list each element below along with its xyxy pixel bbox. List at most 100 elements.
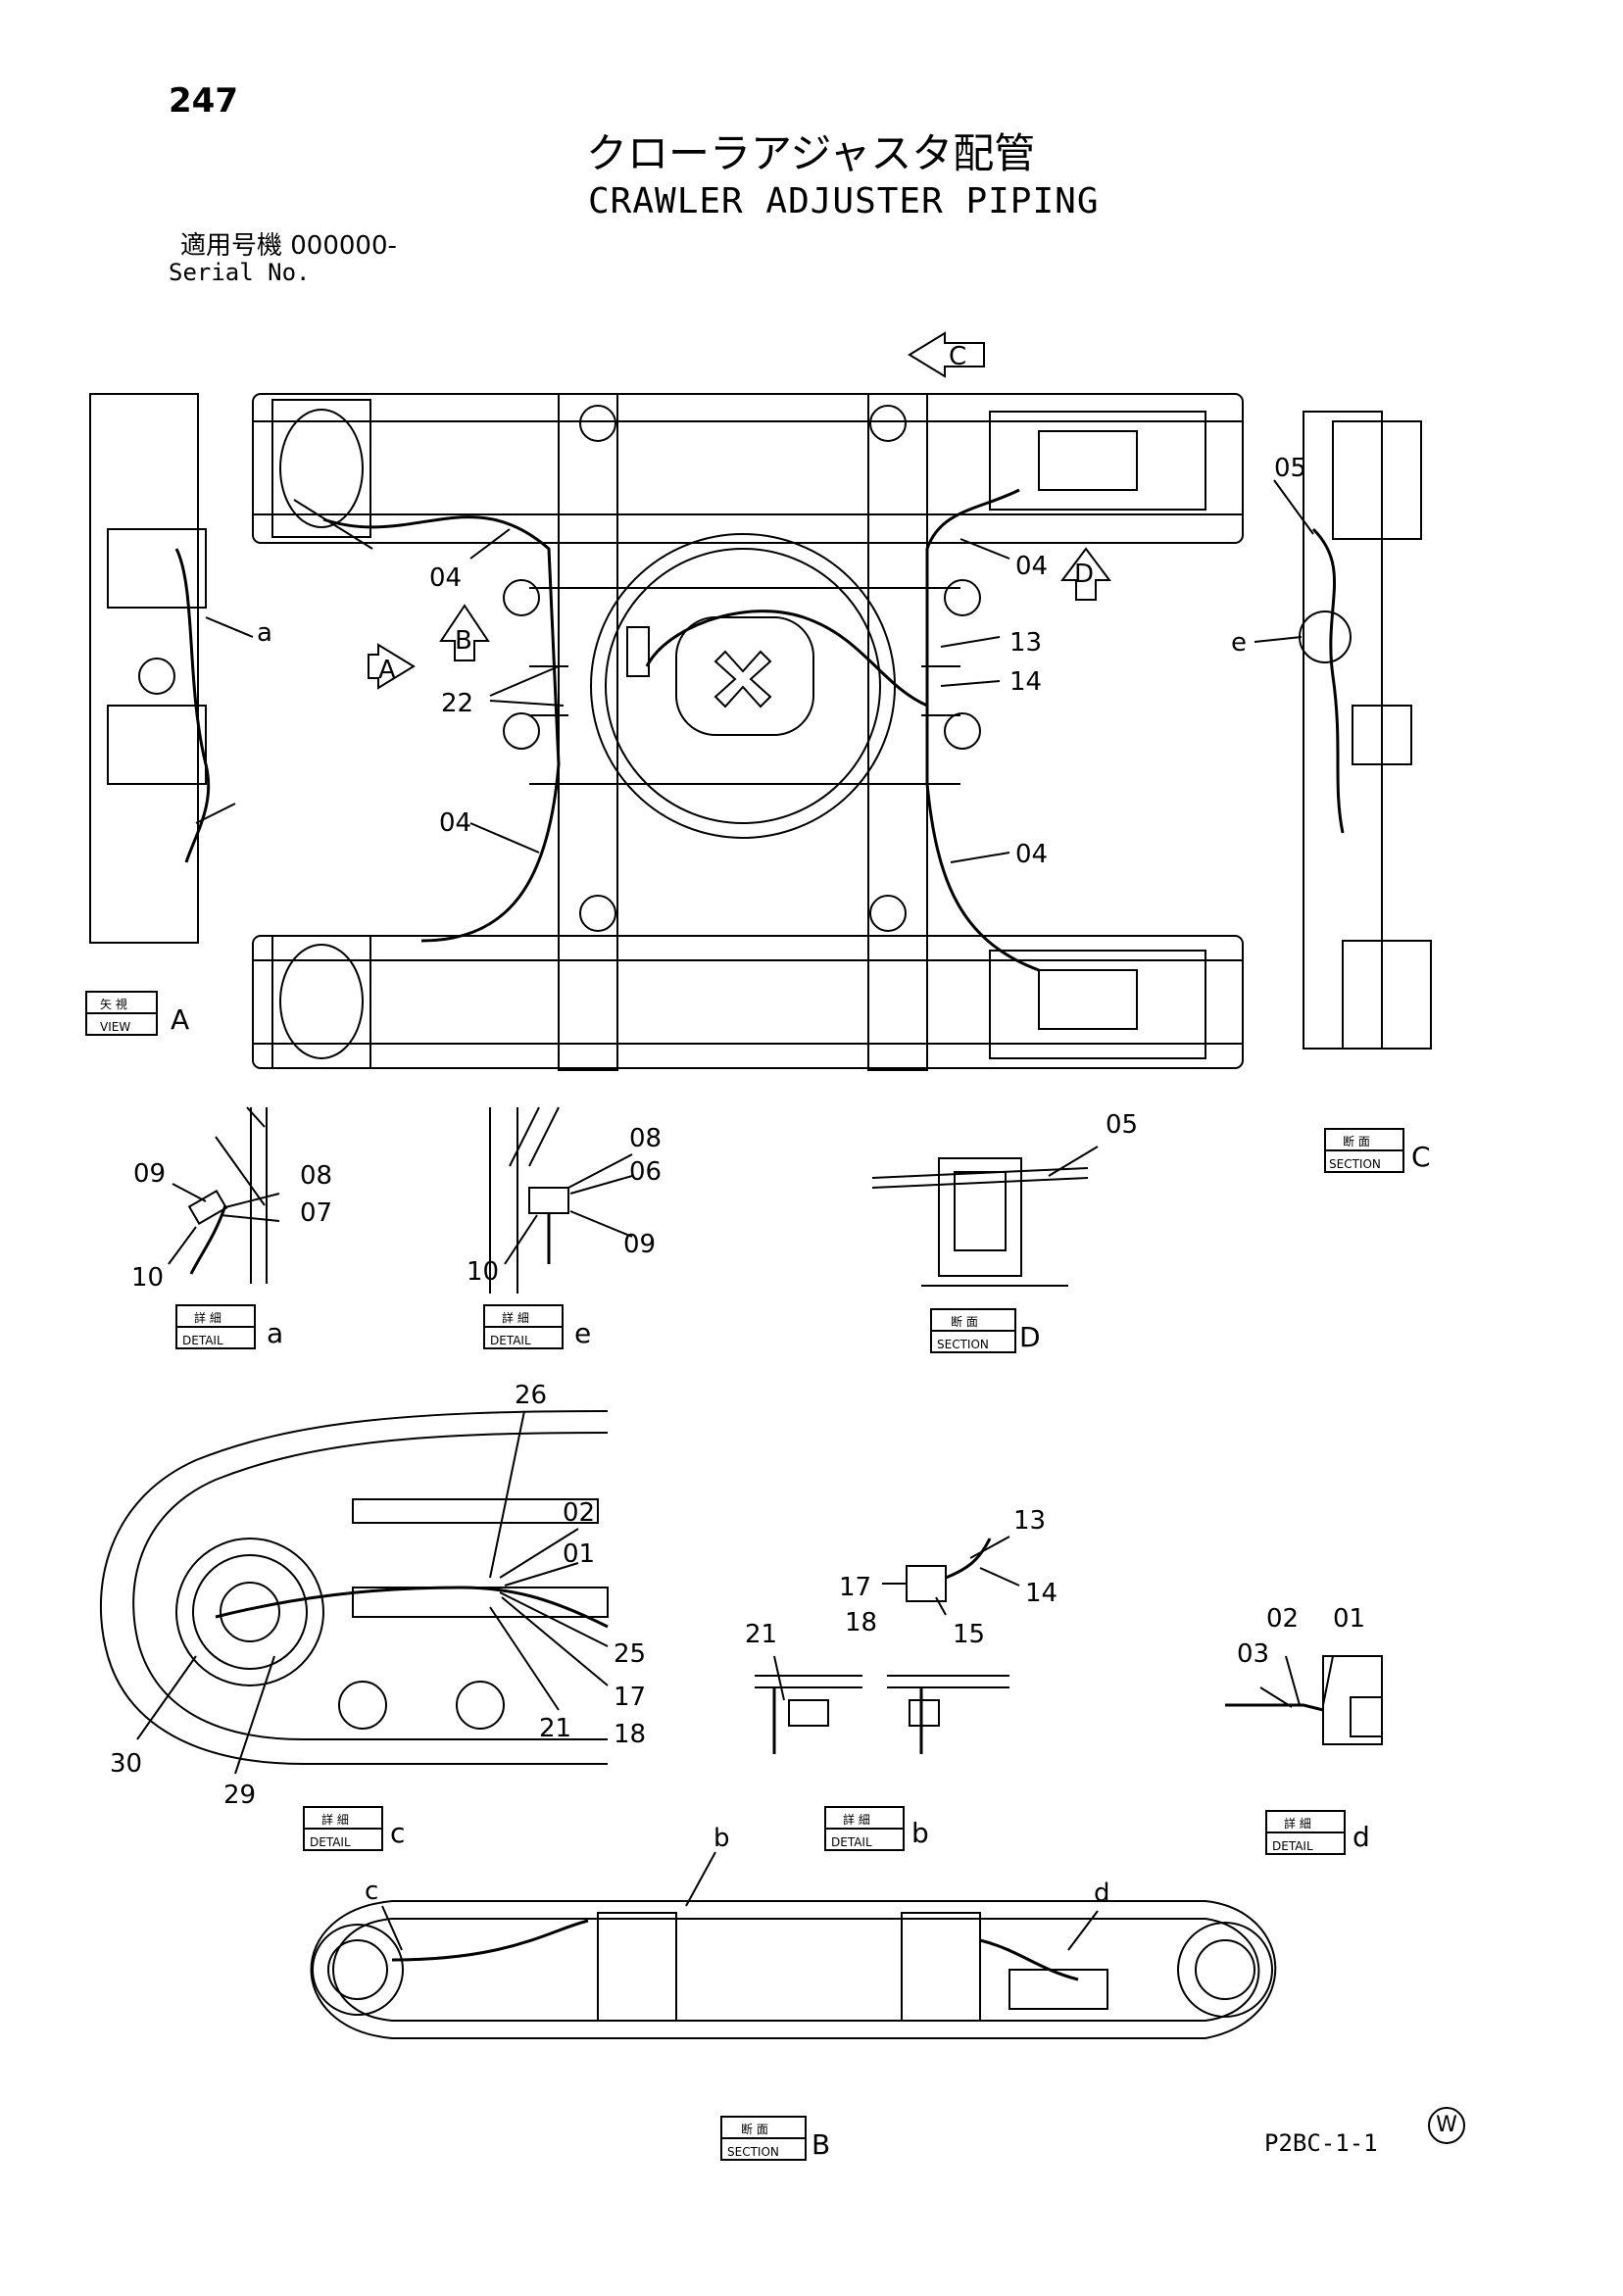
callout-17: 17 [614, 1683, 646, 1712]
label-section-d: 断 面 SECTION D [930, 1308, 1041, 1353]
left-side-member [558, 393, 618, 1071]
view-arrow-a: A [368, 643, 416, 690]
label-letter: d [1352, 1821, 1370, 1853]
label-letter: e [574, 1317, 591, 1349]
upper-track-frame [252, 393, 1244, 544]
label-en: DETAIL [1272, 1839, 1313, 1853]
view-a-drawing [89, 393, 254, 944]
callout-17: 17 [839, 1573, 871, 1602]
callout-14: 14 [1009, 667, 1042, 697]
label-en: VIEW [100, 1020, 130, 1034]
label-en: SECTION [727, 2145, 779, 2159]
label-en: DETAIL [182, 1334, 223, 1347]
label-jp: 詳 細 [843, 1812, 870, 1827]
callout-18: 18 [614, 1720, 646, 1749]
label-letter: c [390, 1817, 405, 1849]
view-arrow-c: C [908, 331, 985, 378]
callout-09: 09 [133, 1159, 166, 1189]
label-section-c: 断 面 SECTION C [1324, 1128, 1431, 1173]
callout-15: 15 [953, 1620, 985, 1649]
label-letter: A [171, 1003, 189, 1036]
label-en: SECTION [1329, 1157, 1381, 1171]
callout-e: e [1231, 628, 1247, 658]
view-a-frame [89, 393, 199, 944]
label-jp: 断 面 [951, 1314, 978, 1329]
callout-01: 01 [563, 1539, 595, 1569]
label-letter: B [812, 2128, 830, 2161]
callout-30: 30 [110, 1749, 142, 1779]
arrow-a-letter: A [378, 656, 396, 685]
detail-b-drawing [755, 1536, 1020, 1754]
track-chain-outline [99, 1410, 609, 1765]
callout-a: a [257, 618, 272, 648]
label-jp: 矢 視 [100, 997, 127, 1011]
callout-21: 21 [539, 1714, 571, 1743]
callout-02: 02 [563, 1498, 595, 1528]
detail-e-drawing [489, 1106, 633, 1294]
view-arrow-d: D [1060, 547, 1111, 601]
callout-09: 09 [623, 1230, 656, 1259]
label-section-b: 断 面 SECTION B [720, 2116, 830, 2161]
serial-number-label: Serial No. [169, 259, 311, 286]
callout-18: 18 [845, 1608, 877, 1637]
serial-number-japanese: 適用号機 000000- [180, 231, 397, 261]
right-side-member [867, 393, 928, 1071]
label-jp: 断 面 [741, 2122, 768, 2136]
callout-10: 10 [131, 1263, 164, 1293]
idler-wheel [271, 399, 371, 538]
callout-10: 10 [467, 1257, 499, 1287]
label-letter: b [911, 1817, 929, 1849]
label-en: DETAIL [310, 1835, 351, 1849]
callout-21: 21 [745, 1620, 777, 1649]
label-detail-d: 詳 細 DETAIL d [1265, 1810, 1370, 1855]
callout-d: d [1094, 1879, 1110, 1908]
label-letter: C [1411, 1141, 1431, 1173]
callout-26: 26 [515, 1381, 547, 1410]
callout-22: 22 [441, 689, 473, 718]
section-d-drawing [871, 1146, 1099, 1287]
callout-03: 03 [1237, 1639, 1269, 1669]
callout-02: 02 [1266, 1604, 1299, 1634]
label-letter: a [267, 1317, 283, 1349]
callout-07: 07 [300, 1198, 332, 1228]
callout-08: 08 [300, 1161, 332, 1191]
callout-04: 04 [1015, 840, 1048, 869]
callout-13: 13 [1013, 1506, 1046, 1536]
drawing-code: P2BC-1-1 [1264, 2129, 1378, 2157]
detail-a-drawing [168, 1106, 280, 1284]
label-jp: 詳 細 [502, 1310, 529, 1325]
callout-13: 13 [1009, 628, 1042, 658]
title-english: CRAWLER ADJUSTER PIPING [588, 181, 1100, 221]
callout-c: c [365, 1877, 378, 1906]
main-undercarriage-view [252, 393, 1244, 1071]
callout-04: 04 [429, 563, 462, 593]
label-detail-c: 詳 細 DETAIL c [303, 1806, 405, 1851]
callout-08: 08 [629, 1124, 662, 1153]
label-jp: 詳 細 [194, 1310, 221, 1325]
full-track-outline [310, 1900, 1277, 2039]
label-detail-b: 詳 細 DETAIL b [824, 1806, 929, 1851]
idler-detail [175, 1538, 324, 1686]
label-en: SECTION [937, 1338, 989, 1351]
section-c-drawing [1254, 411, 1432, 1050]
label-detail-e: 詳 細 DETAIL e [483, 1304, 591, 1349]
hydraulic-hose-left [322, 515, 561, 943]
arrow-d-letter: D [1074, 560, 1094, 589]
callout-04: 04 [1015, 552, 1048, 581]
label-jp: 断 面 [1343, 1134, 1370, 1148]
callout-25: 25 [614, 1639, 646, 1669]
detail-c-drawing [99, 1410, 609, 1775]
adjuster-cylinder [989, 411, 1206, 511]
arrow-c-letter: C [949, 342, 966, 371]
callout-01: 01 [1333, 1604, 1365, 1634]
detail-d-drawing [1225, 1655, 1383, 1745]
callout-05: 05 [1274, 454, 1306, 483]
callout-04: 04 [439, 808, 471, 838]
hydraulic-hose-right [925, 488, 1040, 972]
page-number: 247 [169, 81, 238, 121]
callout-14: 14 [1025, 1579, 1057, 1608]
label-en: DETAIL [490, 1334, 531, 1347]
callout-06: 06 [629, 1157, 662, 1187]
callout-29: 29 [223, 1781, 256, 1810]
